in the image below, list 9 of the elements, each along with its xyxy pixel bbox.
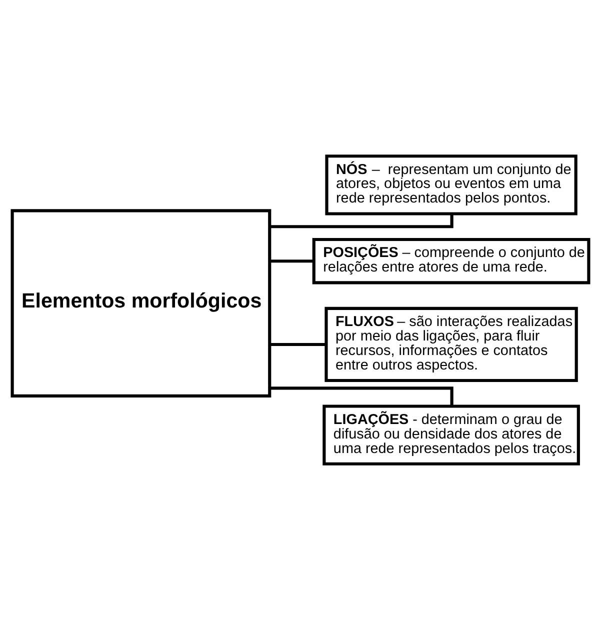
node-box: POSIÇÕES – compreende o conjunto de relações entre atores de uma rede. (312, 238, 590, 284)
connector (270, 214, 454, 228)
connector (270, 386, 454, 406)
node-box: LIGAÇÕES - determinam o grau de difusão ou densidade dos atores de uma rede representados pelos traços. (322, 404, 580, 466)
node-box: NÓS – representam um conjunto de atores, objetos ou eventos em uma rede representados pelos pontos. (325, 154, 578, 216)
connector (270, 342, 326, 346)
node-box: Elementos morfológicos (10, 209, 272, 398)
connector (270, 260, 314, 263)
node-box: FLUXOS – são interações realizadas por meio das ligações, para fluir recursos, informações e contatos entre outros aspectos. (324, 306, 578, 382)
